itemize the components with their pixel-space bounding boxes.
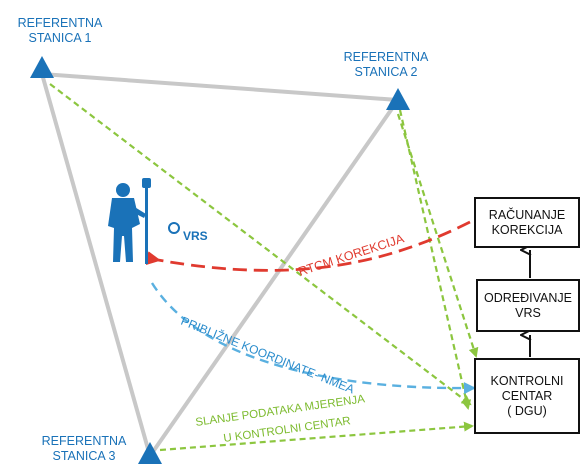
correction-calc-box: RAČUNANJE KOREKCIJA: [474, 197, 580, 248]
control-center-box: KONTROLNI CENTAR ( DGU): [474, 358, 580, 434]
measurement-data-lines: [49, 83, 479, 452]
station-2-triangle-icon: [386, 88, 410, 110]
network-triangle: [40, 72, 400, 458]
nmea-arrow: [150, 282, 476, 395]
station-3-label: REFERENTNA STANICA 3: [41, 434, 127, 463]
vrs-determination-box: ODREĐIVANJE VRS: [476, 279, 580, 332]
vrs-marker-icon: [168, 222, 180, 234]
vrs-determination-label: ODREĐIVANJE VRS: [484, 290, 572, 320]
nmea-label: PRIBLIŽNE KOORDINATE- NMEA: [179, 313, 357, 397]
control-center-label: KONTROLNI CENTAR ( DGU): [490, 373, 564, 418]
station-2-label: REFERENTNA STANICA 2: [343, 50, 429, 79]
vrs-label: VRS: [183, 229, 208, 243]
correction-calc-label: RAČUNANJE KOREKCIJA: [488, 207, 566, 237]
station-3-triangle-icon: [138, 442, 162, 464]
surveyor-icon: [108, 178, 151, 264]
station-1-triangle-icon: [30, 56, 54, 78]
station-1-label: REFERENTNA STANICA 1: [17, 16, 103, 45]
